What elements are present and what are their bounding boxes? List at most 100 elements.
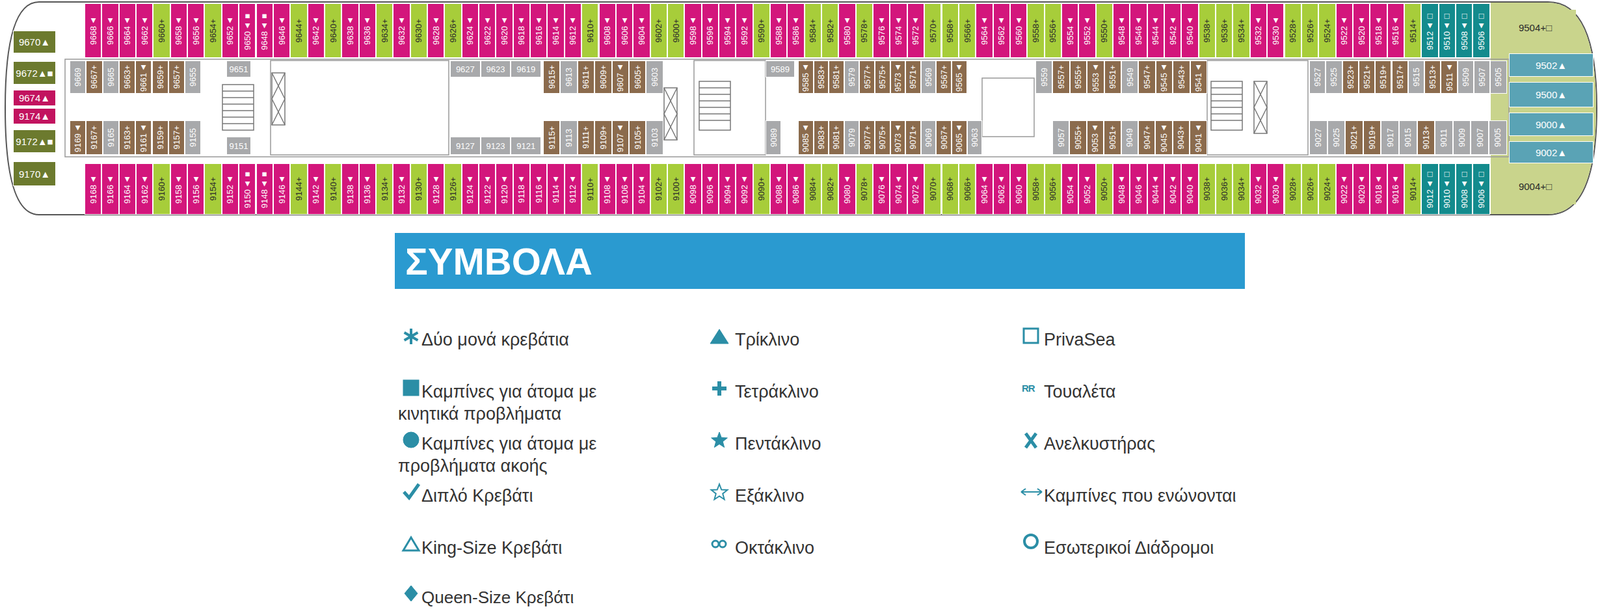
cabin-number: 9507 [1477,67,1487,87]
cabin-box: 9654+ [204,3,222,58]
legend-text: Διπλό Κρεβάτι [398,484,646,507]
cabin-box: 9022▲ [1335,163,1353,215]
cabin-box: 9042▲ [1164,163,1182,215]
cabin-box: 9581+ [828,60,845,94]
cabin-box: 9610+ [581,3,599,58]
cabin-box: 9064▲ [975,163,993,215]
cabin-number: 9536+ [1220,18,1229,43]
cabin-box: 9046▲ [1129,163,1147,215]
cabin-box: 9567+ [935,60,952,94]
cabin-number: 9071+ [908,125,918,150]
cabin-number: 9579 [847,67,856,87]
cabin-number: 9126+ [448,176,458,201]
cabin-box: 9552▲ [1078,3,1096,58]
cabin-number: 9077+ [863,125,872,150]
cabin-number: 9154+ [208,176,218,201]
cabin-number: 9013+ [1421,125,1431,150]
cabin-number: 9022▲ [1339,174,1349,204]
cabin-number: 9007 [1475,128,1485,147]
legend-title: ΣΥΜΒΟΛΑ [394,239,593,283]
cabin-number: 9085▲ [801,123,810,153]
cabin-number: 9516▲ [1391,16,1400,45]
cabin-number: 9121 [516,141,536,151]
cabin-box: 9044▲ [1147,163,1165,215]
cabin-number: 9170▲ [18,169,51,179]
legend-text: PrivaSea [1020,328,1346,351]
cabin-box: 9549 [1121,60,1139,94]
cabin-number: 9518▲ [1374,16,1383,45]
cabin-number: 9534+ [1237,18,1246,43]
cabin-number: 9660+ [157,18,166,43]
cabin-number: 9600+ [671,18,681,43]
cabin-box: 9515 [1408,60,1425,94]
cabin-box: 9096▲ [701,163,719,215]
cabin-number: 9559 [1040,67,1049,87]
cabin-number: 9522▲ [1339,16,1349,45]
cabin-number: 9636▲ [362,16,372,45]
cabin-box: 9546▲ [1129,3,1147,58]
cabin-box: 9606▲ [615,3,633,58]
cabin-number: 9546▲ [1134,16,1143,45]
cabin-number: 9553▲ [1091,63,1100,92]
cabin-box: 9636▲ [359,3,376,58]
cabin-number: 9511▲ [1445,63,1454,92]
cabin-number: 9062▲ [997,174,1006,204]
cabin-number: 9663+ [122,65,132,90]
cabin-box: 9134+ [375,163,393,215]
cabin-box: 9611+ [577,60,595,94]
cabin-box: 9111+ [577,120,595,155]
cabin-box: 9118▲ [513,163,531,215]
cabin-box: 9079 [844,120,860,155]
cabin-box: 9565▲ [951,60,968,94]
cabin-number: 9556+ [1048,18,1057,43]
cabin-number: 9513+ [1428,65,1437,90]
cabin-box: 9542▲ [1164,3,1182,58]
cabin-number: 9116▲ [534,174,544,203]
cabin-number: 9060▲ [1014,174,1024,204]
cabin-number: 9672▲■ [15,68,53,79]
cabin-number: 9124▲ [465,174,475,204]
cabin-box: 9108▲ [599,163,616,215]
cabin-number: 9530▲ [1271,16,1280,45]
cabin-box: 9078+ [855,163,873,215]
cabin-box: 9527 [1309,60,1326,94]
cabin-number: 9025 [1332,128,1341,147]
cabin-box: 9032▲ [1250,163,1267,215]
cabin-box: 9155 [184,120,201,155]
cabin-box: 9667+ [85,60,103,94]
cabin-number: 9148▲■ [260,169,269,209]
cabin-number: 9155 [188,128,198,147]
cabin-box: 9014+ [1404,163,1422,215]
cabin-box: 9009 [1453,120,1472,155]
cabin-number: 9608▲ [602,16,612,45]
cabin-number: 9017 [1386,128,1395,147]
cabin-number: 9020▲ [1357,174,1366,204]
cabin-box: 9523+ [1342,60,1359,94]
cabin-box: 9544▲ [1147,3,1165,58]
cabin-box: 9144+ [290,163,307,215]
cabin-box: 9540▲ [1181,3,1199,58]
cabin-number: 9662▲ [140,16,149,45]
cabin-number: 9080▲ [842,174,852,204]
cabin-box: 9585▲ [798,60,814,94]
cabin-number: 9014+ [1408,176,1418,201]
cabin-number: 9065▲ [954,123,964,153]
cabin-box: 9519+ [1374,60,1392,94]
cabin-number: 9144+ [294,176,304,201]
cabin-box: 9004+□ [1494,168,1576,205]
cabin-number: 9096▲ [705,174,715,204]
cabin-number: 9084+ [808,176,817,201]
cabin-box: 9053▲ [1086,120,1104,155]
cabin-box: 9048▲ [1112,163,1130,215]
cabin-box: 9627 [450,60,481,78]
cabin-number: 9012▲□ [1425,169,1435,209]
cabin-box: 9598▲ [684,3,702,58]
cabin-box: 9065▲ [951,120,968,155]
cabin-number: 9103 [650,128,659,147]
cabin-number: 9049 [1125,128,1134,147]
cabin-box: 9609+ [594,60,612,94]
cabin-box: 9126+ [444,163,462,215]
cabin-number: 9615+ [547,65,557,90]
cabin-box: 9526+ [1301,3,1319,58]
cabin-number: 9027 [1313,128,1323,147]
